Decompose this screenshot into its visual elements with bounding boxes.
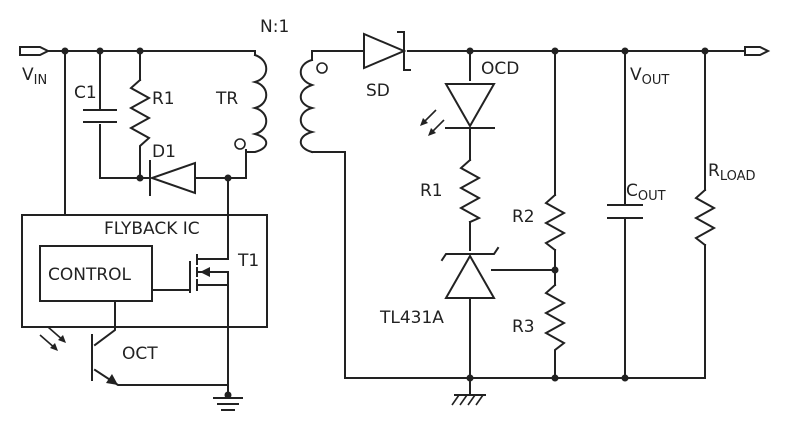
secondary-dot [316,62,328,74]
vin-label: VIN [22,65,47,88]
r2-label: R2 [512,207,535,227]
oct-light-arrows [39,326,66,351]
junction-dots [61,47,709,399]
input-wires [47,50,256,251]
flyback-ic-label: FLYBACK IC [104,219,200,239]
r1-output-resistor: R1 [420,158,482,224]
tl431a-label: TL431A [379,308,444,328]
secondary-winding [299,58,316,154]
output-ground [451,394,486,406]
vout-terminal: VOUT [630,46,771,88]
cout-label: COUT [626,181,666,204]
sd-label: SD [366,81,390,101]
r1-output-label: R1 [420,181,443,201]
r1-input-resistor: R1 [128,78,175,151]
r1-input-label: R1 [152,89,175,109]
c1-label: C1 [74,83,97,103]
c1-capacitor: C1 [74,83,117,123]
oct-label: OCT [122,344,158,364]
tr-label: TR [215,89,238,109]
d1-label: D1 [152,142,176,162]
r3-label: R3 [512,317,535,337]
output-wires [311,50,746,396]
primary-dot [234,138,246,150]
t1-mosfet: T1 [196,249,259,396]
t1-label: T1 [237,251,259,271]
tl431a-regulator: TL431A [379,246,500,328]
d1-diode: D1 [148,142,196,196]
ocd-label: OCD [481,59,519,79]
transformer-tr: N:1 TR [215,17,328,154]
r2-resistor: R2 [512,193,567,252]
ocd-light-arrows [420,109,445,136]
ocd-led: OCD [420,59,519,136]
cout-capacitor: COUT [607,181,666,219]
vout-label: VOUT [630,65,669,88]
primary-winding [245,53,268,153]
vin-arrow [19,46,51,56]
rload-resistor: RLOAD [693,161,756,247]
rload-label: RLOAD [708,161,756,184]
flyback-ic: FLYBACK IC CONTROL T1 [21,214,268,396]
ratio-label: N:1 [260,17,289,37]
control-block [39,245,153,302]
vin-terminal: VIN [19,46,51,88]
oct-phototransistor: OCT [39,300,229,386]
r3-resistor: R3 [512,283,567,356]
control-label: CONTROL [48,265,132,285]
sd-diode: SD [363,31,411,101]
vout-arrow [744,46,771,56]
